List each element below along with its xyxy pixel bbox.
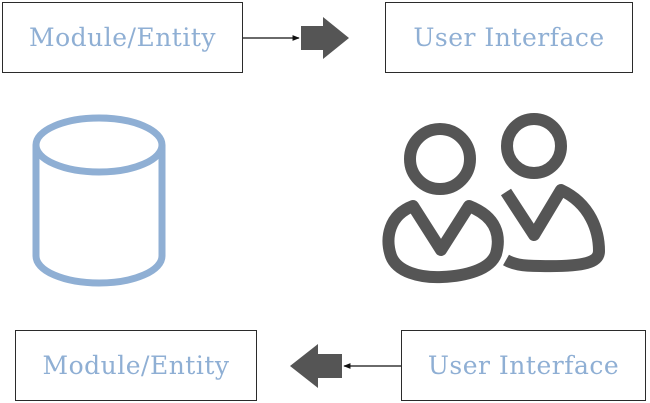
user-interface-box-top: User Interface [385, 2, 633, 73]
user-interface-label-bottom: User Interface [427, 351, 620, 380]
person-back-icon [500, 113, 605, 273]
arrow-right-icon [301, 17, 349, 59]
user-interface-label-top: User Interface [413, 23, 605, 52]
users-group-icon [382, 113, 605, 284]
module-entity-label-bottom: Module/Entity [42, 351, 230, 380]
module-entity-label-top: Module/Entity [28, 23, 217, 52]
user-interface-box-bottom: User Interface [401, 330, 646, 401]
module-entity-box-bottom: Module/Entity [15, 330, 257, 401]
person-front-icon [382, 123, 504, 284]
module-entity-box-top: Module/Entity [2, 2, 243, 73]
arrow-left-icon [290, 344, 342, 388]
database-cylinder-icon [32, 114, 166, 287]
